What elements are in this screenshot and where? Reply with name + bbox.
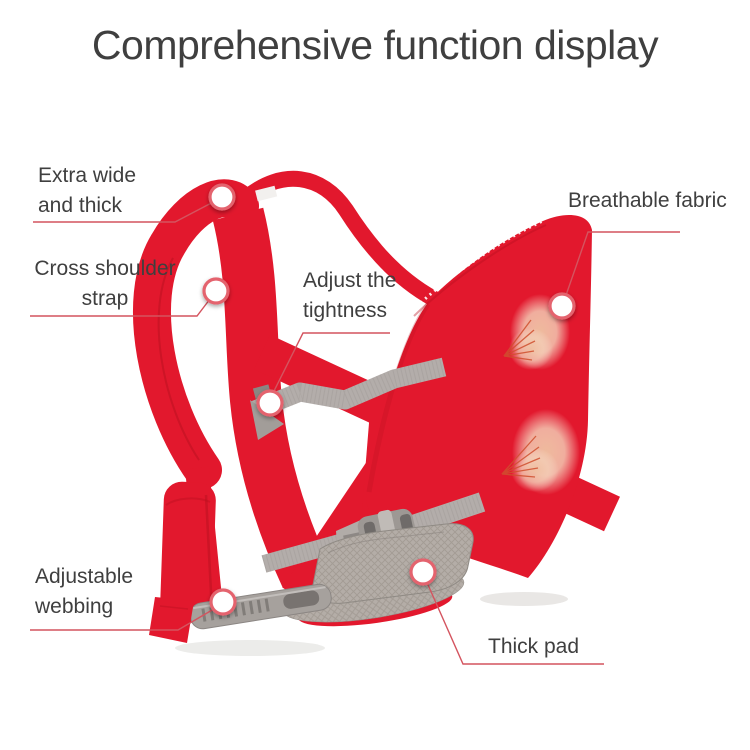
panel-top-seam (413, 224, 547, 317)
webbing-strap-tip (149, 597, 194, 643)
marker-extra-wide (208, 183, 236, 211)
callout-text: Cross shoulder (34, 257, 176, 280)
callout-label-adjustable-webbing: Adjustable webbing (35, 562, 133, 622)
label-tag (255, 185, 278, 202)
callout-text: Breathable fabric (568, 189, 727, 212)
callout-line-breathable (563, 231, 680, 302)
panel-edge-shade (366, 302, 431, 493)
lower-webbing-texture (261, 493, 485, 573)
callout-text: webbing (35, 595, 114, 618)
callout-label-extra-wide: Extra wide and thick (38, 161, 136, 221)
callout-line-thick-pad (424, 577, 604, 665)
webbing-strap-tip-fold (159, 605, 189, 610)
strap-sleeve-pad (160, 481, 216, 623)
zipper-trim (410, 218, 546, 313)
marker-cross-shoulder (202, 277, 230, 305)
lower-webbing-right (406, 492, 486, 536)
marker-breathable (548, 292, 576, 320)
callout-line-adjustable-webbing (30, 605, 220, 631)
page-title: Comprehensive function display (91, 22, 659, 68)
callout-text: Extra wide (38, 164, 137, 187)
callout-text: Adjustable (35, 565, 134, 588)
webbing-adjuster-buckle (189, 583, 332, 630)
callout-line-cross-shoulder (30, 294, 214, 317)
marker-adjust-tightness (256, 389, 284, 417)
callout-text: Adjust the (303, 269, 397, 292)
callout-text: strap (81, 287, 129, 310)
marker-adjustable-webbing (209, 588, 237, 616)
top-arch-strap (238, 170, 448, 310)
callout-text: Thick pad (488, 635, 580, 658)
strap-sleeve-cuff (165, 497, 211, 506)
strap-sleeve-seam (204, 494, 214, 613)
breath-puff-bottom (501, 409, 580, 495)
airflow-lines-top (503, 319, 536, 361)
callout-label-adjust-tightness: Adjust the tightness (303, 266, 396, 326)
callout-text: and thick (38, 194, 123, 217)
ground-shadow (480, 592, 568, 606)
seat-pad-inner-seam (327, 531, 445, 554)
callout-line-extra-wide (33, 198, 220, 223)
callout-text: tightness (303, 299, 388, 322)
callout-label-breathable-fabric: Breathable fabric (568, 186, 727, 216)
upper-webbing-texture (251, 357, 447, 419)
callout-label-cross-shoulder: Cross shoulder strap (15, 254, 195, 314)
callout-label-thick-pad: Thick pad (488, 632, 579, 662)
shoulder-strap-seam (157, 257, 200, 461)
callout-line-adjust-tightness (270, 332, 390, 398)
airflow-lines-bottom (501, 435, 541, 478)
ground-shadow (175, 640, 325, 656)
upper-webbing (251, 357, 447, 419)
marker-thick-pad (409, 558, 437, 586)
